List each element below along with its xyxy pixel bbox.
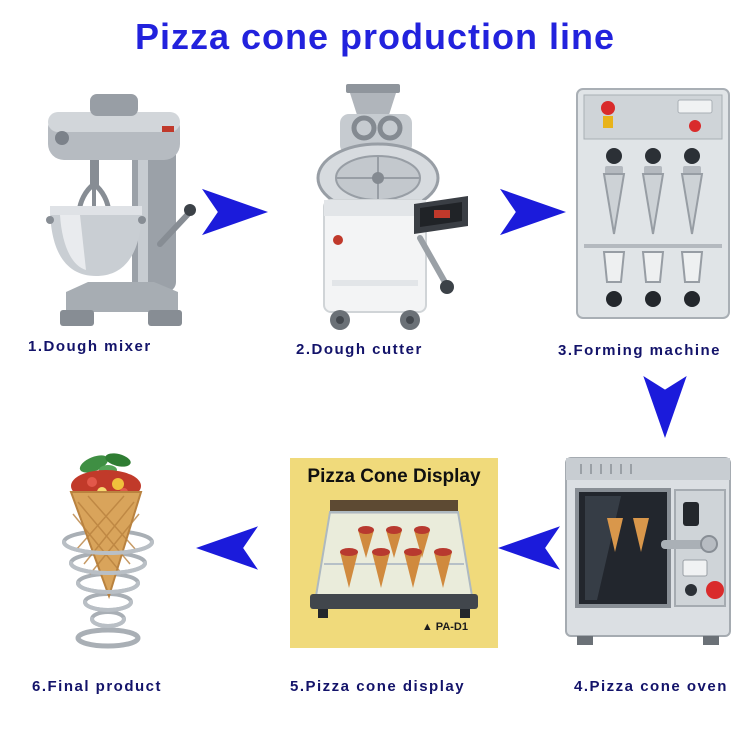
step-label-pizza-cone-display: 5.Pizza cone display	[290, 678, 466, 695]
pizza-cone-display-illustration	[310, 500, 478, 618]
dough-cutter-illustration	[316, 84, 468, 330]
arrow-right-1-icon	[202, 186, 268, 238]
dough-cutter-image	[288, 84, 468, 332]
arrow-left-1-icon	[498, 524, 560, 572]
pizza-cone-oven-illustration	[565, 457, 731, 645]
step-label-dough-mixer: 1.Dough mixer	[28, 338, 152, 355]
final-product-illustration	[62, 453, 154, 649]
final-product-image	[42, 446, 177, 656]
arrow-right-2-icon	[500, 186, 566, 238]
display-card-title: Pizza Cone Display	[307, 466, 481, 487]
pizza-cone-display-card: Pizza Cone Display ▲ PA-D1	[290, 458, 498, 648]
arrow-down-icon	[642, 376, 688, 438]
arrow-left-2-icon	[196, 524, 258, 572]
dough-mixer-image	[38, 86, 198, 334]
display-card-model: ▲ PA-D1	[421, 621, 468, 633]
step-label-forming-machine: 3.Forming machine	[558, 342, 722, 359]
pizza-cone-oven-image	[563, 448, 733, 648]
dough-mixer-illustration	[46, 94, 196, 326]
step-label-pizza-cone-oven: 4.Pizza cone oven	[574, 678, 728, 695]
diagram-title: Pizza cone production line	[134, 16, 616, 57]
step-label-final-product: 6.Final product	[32, 678, 163, 695]
forming-machine-illustration	[576, 88, 730, 319]
step-label-dough-cutter: 2.Dough cutter	[296, 341, 423, 358]
forming-machine-image	[574, 86, 732, 321]
